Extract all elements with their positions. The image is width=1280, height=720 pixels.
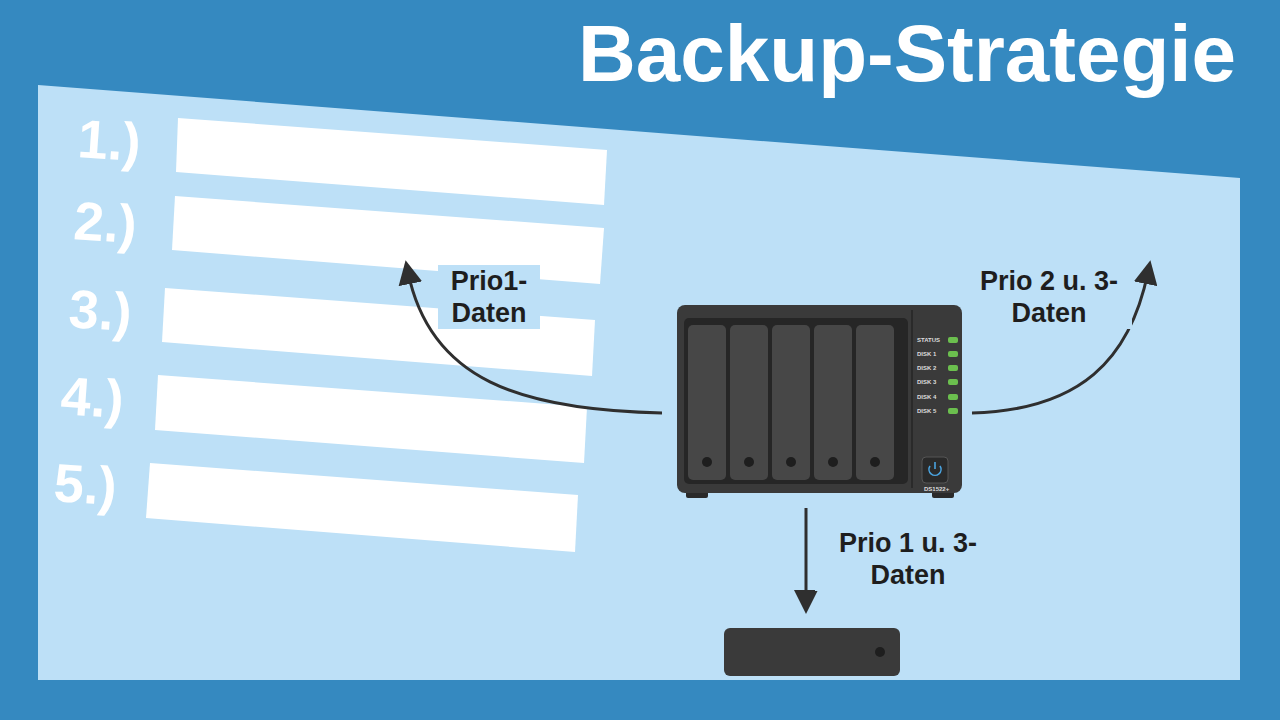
- device-text: STATUS: [917, 337, 940, 344]
- device-text: DS1522+: [924, 486, 949, 493]
- arrow-label: Prio1- Daten: [438, 265, 540, 329]
- list-bars: [146, 118, 607, 552]
- list-number: 1.): [76, 108, 143, 172]
- title: Backup-Strategie: [578, 14, 1236, 94]
- device-text: DISK 4: [917, 394, 936, 401]
- panel: [38, 85, 1240, 680]
- nas-device: [677, 305, 962, 498]
- external-drive: [724, 628, 900, 676]
- device-text: DISK 2: [917, 365, 936, 372]
- list-number: 2.): [72, 190, 139, 254]
- device-text: DISK 5: [917, 408, 936, 415]
- arrow-label: Prio 2 u. 3- Daten: [966, 265, 1132, 329]
- device-text: DISK 3: [917, 379, 936, 386]
- device-text: DISK 1: [917, 351, 936, 358]
- list-number: 5.): [52, 452, 119, 516]
- arrow-label: Prio 1 u. 3- Daten: [815, 527, 1001, 591]
- list-number: 4.): [59, 365, 126, 429]
- list-number: 3.): [67, 278, 134, 342]
